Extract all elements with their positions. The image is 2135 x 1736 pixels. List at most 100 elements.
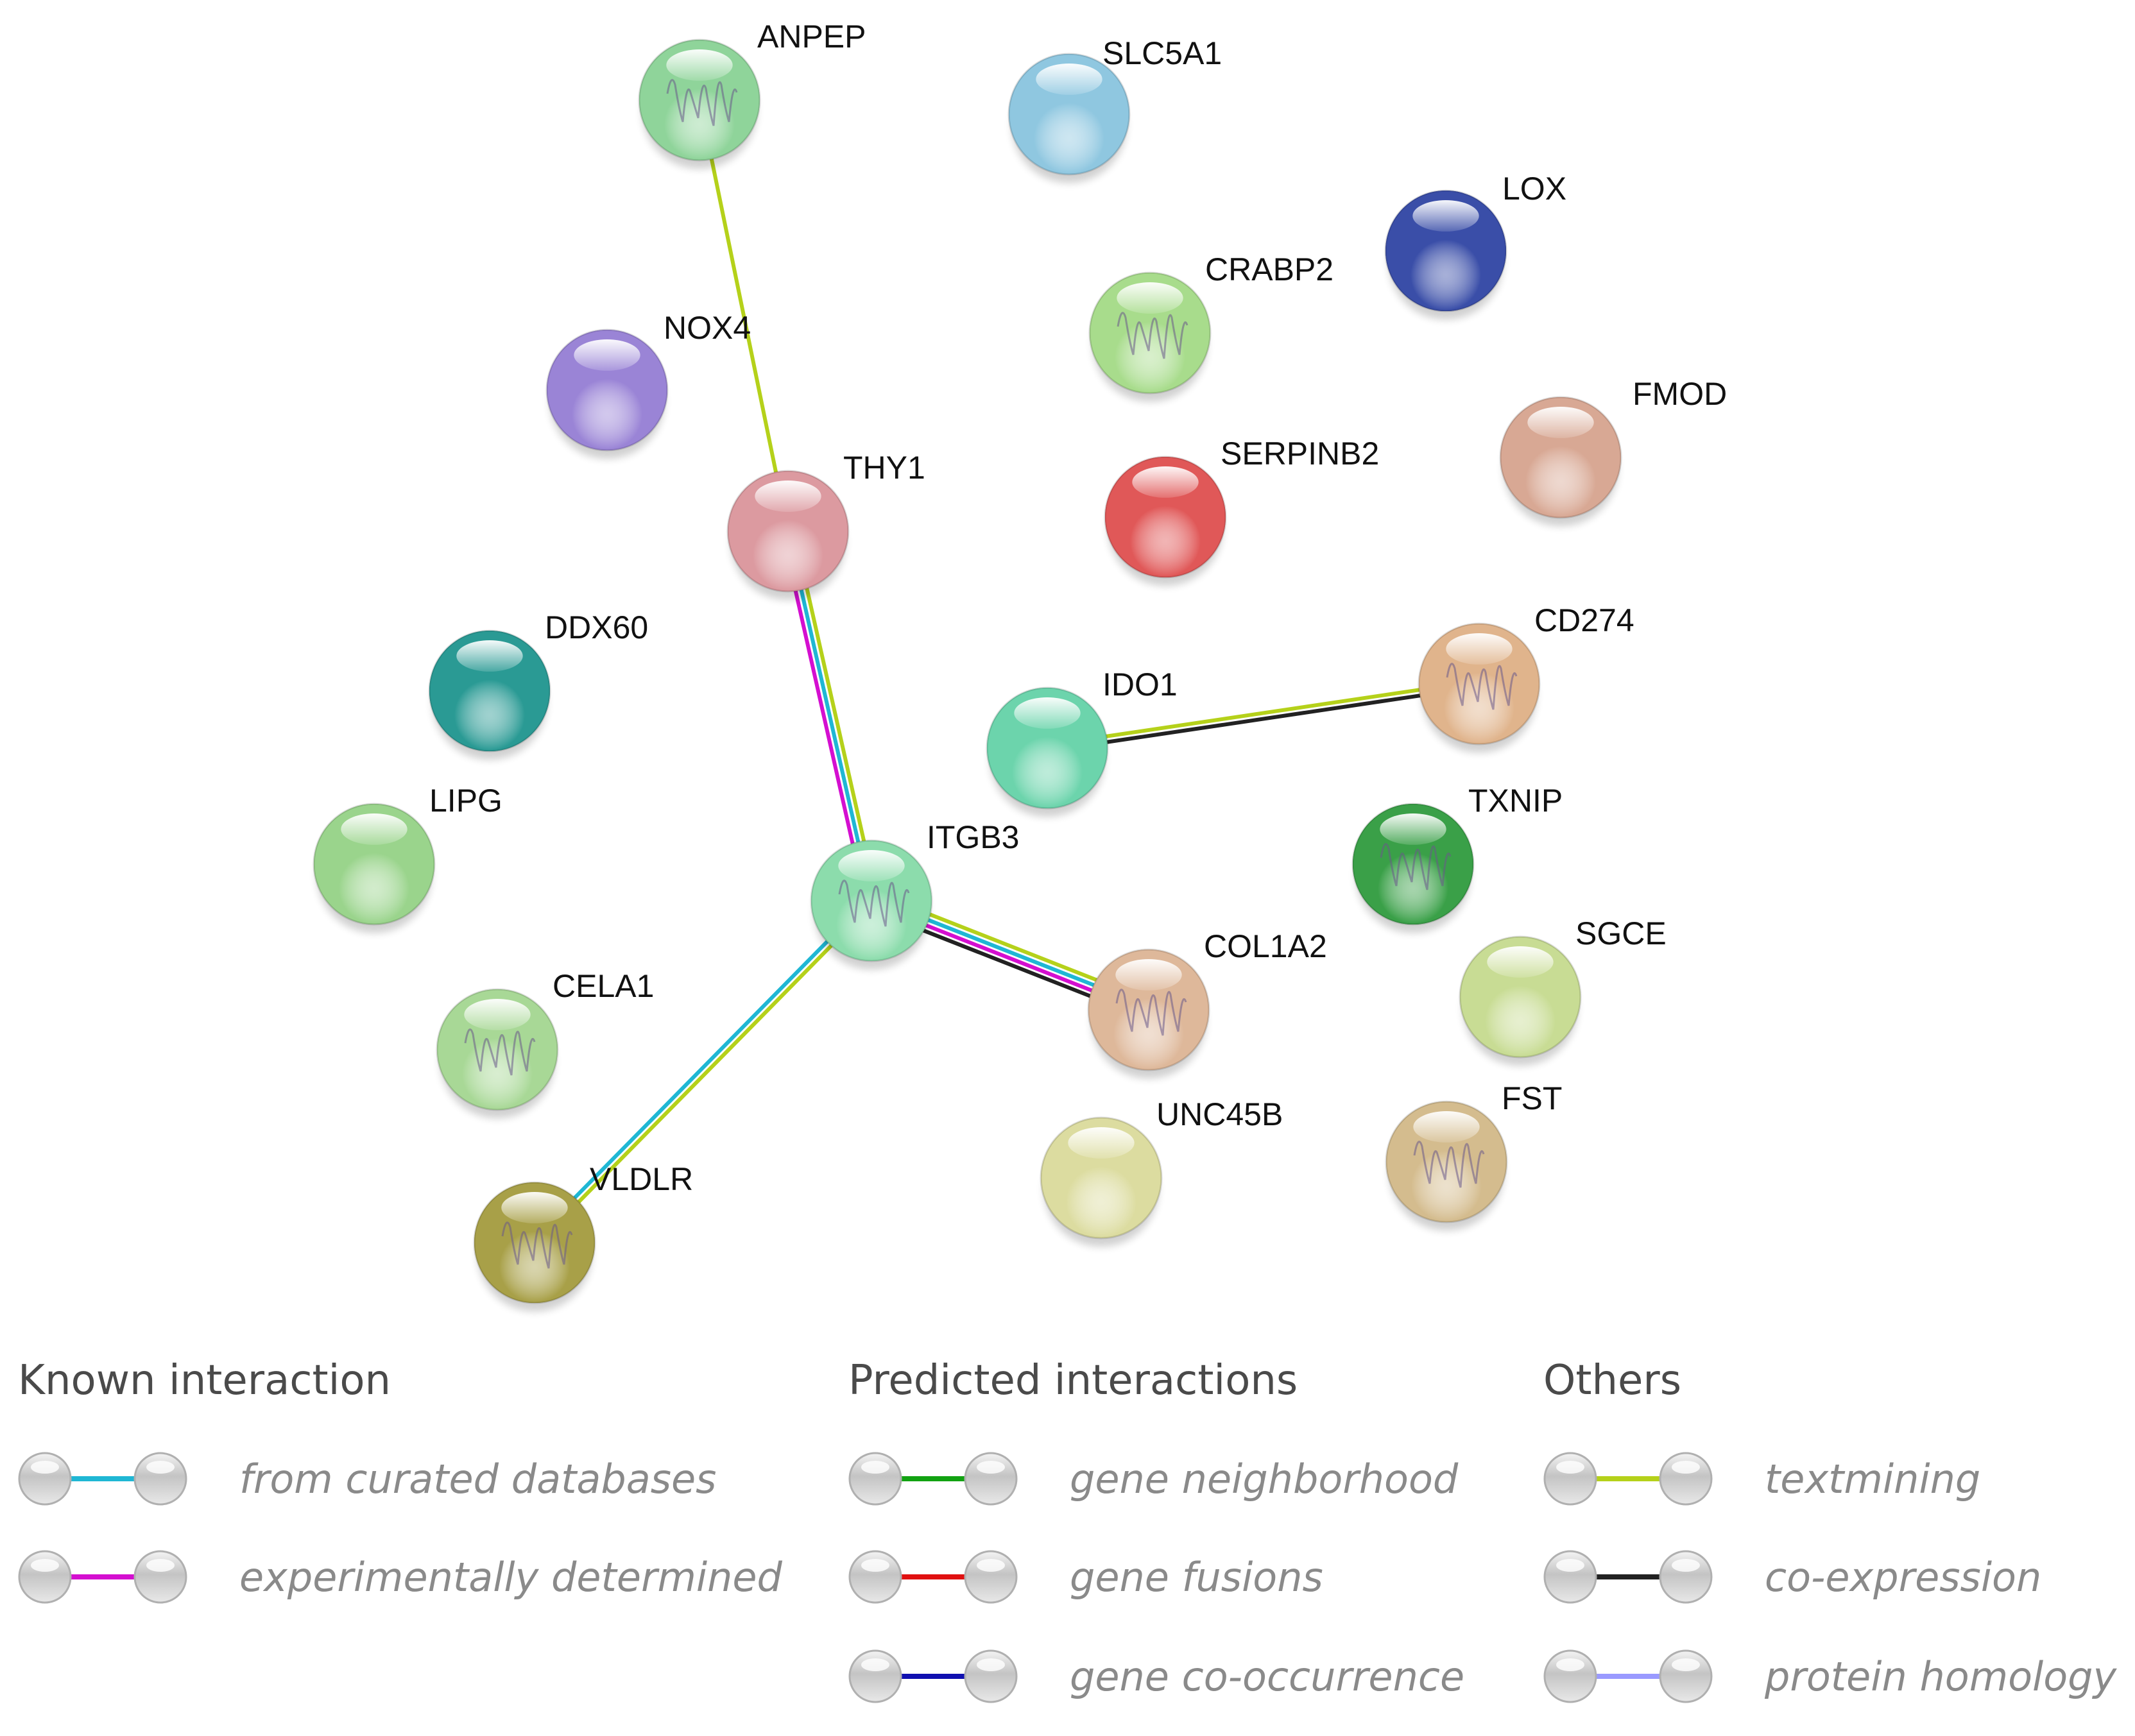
legend-ball-highlight bbox=[1672, 1559, 1700, 1572]
node-anpep[interactable]: ANPEP bbox=[638, 19, 866, 169]
node-outline bbox=[313, 803, 436, 926]
node-label: ANPEP bbox=[757, 19, 866, 55]
legend-ball-highlight bbox=[1672, 1461, 1700, 1474]
node-outline bbox=[1418, 622, 1541, 745]
legend-item: gene fusions bbox=[848, 1550, 1323, 1604]
node-crabp2[interactable]: CRABP2 bbox=[1088, 251, 1333, 402]
node-unc45b[interactable]: UNC45B bbox=[1040, 1096, 1283, 1247]
node-highlight bbox=[341, 813, 407, 845]
legend-ball-highlight bbox=[1556, 1559, 1584, 1572]
node-highlight bbox=[464, 999, 531, 1030]
legend-group-1: Known interaction from curated databases e… bbox=[18, 1357, 783, 1604]
node-cela1[interactable]: CELA1 bbox=[436, 968, 654, 1119]
edge-itgb3-vldlr[interactable] bbox=[530, 896, 876, 1247]
node-highlight bbox=[456, 640, 523, 672]
node-ido1[interactable]: IDO1 bbox=[986, 667, 1178, 817]
node-label: LOX bbox=[1502, 171, 1566, 207]
node-label: SERPINB2 bbox=[1221, 436, 1379, 472]
node-outline bbox=[473, 1181, 596, 1304]
node-ddx60[interactable]: DDX60 bbox=[428, 609, 648, 760]
legend-label: gene neighborhood bbox=[1070, 1456, 1459, 1502]
protein-structure-icon bbox=[1446, 663, 1518, 710]
edge-line-textmining bbox=[698, 98, 790, 533]
edge-ido1-cd274[interactable] bbox=[1045, 679, 1482, 753]
node-nox4[interactable]: NOX4 bbox=[545, 310, 751, 459]
node-fmod[interactable]: FMOD bbox=[1499, 376, 1727, 527]
node-outline bbox=[545, 328, 669, 452]
node-highlight bbox=[755, 481, 821, 512]
node-slc5a1[interactable]: SLC5A1 bbox=[1007, 35, 1222, 183]
node-highlight bbox=[1068, 1127, 1135, 1159]
legend-item: gene co-occurrence bbox=[848, 1649, 1464, 1703]
node-outline bbox=[1499, 396, 1622, 519]
legend-item: textmining bbox=[1543, 1452, 1980, 1506]
legend-ball-highlight bbox=[1556, 1658, 1584, 1671]
legend-label: experimentally determined bbox=[239, 1554, 783, 1601]
protein-structure-icon bbox=[666, 79, 738, 126]
node-highlight bbox=[1412, 200, 1479, 232]
node-outline bbox=[1385, 1100, 1508, 1223]
legend-label: gene co-occurrence bbox=[1070, 1653, 1464, 1700]
protein-structure-icon bbox=[1117, 312, 1188, 359]
node-highlight bbox=[501, 1192, 568, 1223]
legend: Known interaction from curated databases e… bbox=[18, 1357, 2118, 1703]
protein-structure-icon bbox=[1115, 989, 1187, 1036]
node-outline bbox=[1351, 803, 1475, 926]
node-highlight bbox=[838, 850, 905, 881]
legend-item: co-expression bbox=[1543, 1550, 2041, 1604]
legend-item: from curated databases bbox=[18, 1452, 717, 1506]
legend-ball-highlight bbox=[861, 1461, 889, 1474]
node-outline bbox=[436, 988, 559, 1111]
edge-anpep-thy1[interactable] bbox=[698, 98, 790, 533]
protein-structure-icon bbox=[838, 880, 910, 927]
node-serpinb2[interactable]: SERPINB2 bbox=[1104, 436, 1379, 586]
node-label: FMOD bbox=[1633, 376, 1727, 412]
node-sgce[interactable]: SGCE bbox=[1459, 915, 1667, 1066]
edge-line-curated bbox=[530, 896, 871, 1243]
node-itgb3[interactable]: ITGB3 bbox=[810, 819, 1019, 970]
legend-ball-highlight bbox=[1556, 1461, 1584, 1474]
node-label: ITGB3 bbox=[927, 819, 1019, 855]
node-lipg[interactable]: LIPG bbox=[313, 783, 502, 933]
node-highlight bbox=[1527, 407, 1594, 438]
node-label: TXNIP bbox=[1468, 783, 1563, 819]
legend-heading: Known interaction bbox=[18, 1357, 391, 1404]
node-col1a2[interactable]: COL1A2 bbox=[1087, 928, 1327, 1079]
node-outline bbox=[638, 38, 761, 162]
node-label: CELA1 bbox=[553, 968, 654, 1004]
node-highlight bbox=[1132, 466, 1199, 498]
node-cd274[interactable]: CD274 bbox=[1418, 602, 1634, 753]
node-txnip[interactable]: TXNIP bbox=[1351, 783, 1563, 933]
node-highlight bbox=[666, 49, 733, 81]
node-highlight bbox=[574, 339, 640, 371]
node-thy1[interactable]: THY1 bbox=[726, 450, 925, 600]
legend-label: from curated databases bbox=[239, 1456, 717, 1502]
edge-line-textmining bbox=[535, 901, 876, 1247]
node-lox[interactable]: LOX bbox=[1384, 171, 1566, 320]
node-highlight bbox=[1380, 813, 1446, 845]
node-outline bbox=[1384, 189, 1507, 312]
legend-item: protein homology bbox=[1543, 1649, 2118, 1703]
node-outline bbox=[1040, 1116, 1163, 1239]
legend-item: gene neighborhood bbox=[848, 1452, 1459, 1506]
node-label: COL1A2 bbox=[1204, 928, 1327, 964]
legend-ball-highlight bbox=[1672, 1658, 1700, 1671]
node-label: CD274 bbox=[1534, 602, 1634, 638]
legend-item: experimentally determined bbox=[18, 1550, 783, 1604]
node-highlight bbox=[1115, 959, 1182, 991]
protein-structure-icon bbox=[1413, 1141, 1485, 1188]
node-vldlr[interactable]: VLDLR bbox=[473, 1161, 693, 1312]
node-outline bbox=[428, 629, 551, 753]
legend-heading: Others bbox=[1543, 1357, 1681, 1404]
node-label: THY1 bbox=[843, 450, 925, 486]
legend-label: co-expression bbox=[1765, 1554, 2041, 1601]
legend-ball-highlight bbox=[31, 1461, 59, 1474]
node-label: FST bbox=[1502, 1080, 1562, 1116]
legend-label: gene fusions bbox=[1070, 1554, 1323, 1601]
edge-line-textmining bbox=[1045, 679, 1481, 747]
node-fst[interactable]: FST bbox=[1385, 1080, 1562, 1231]
node-highlight bbox=[1413, 1111, 1480, 1143]
node-outline bbox=[726, 470, 850, 593]
